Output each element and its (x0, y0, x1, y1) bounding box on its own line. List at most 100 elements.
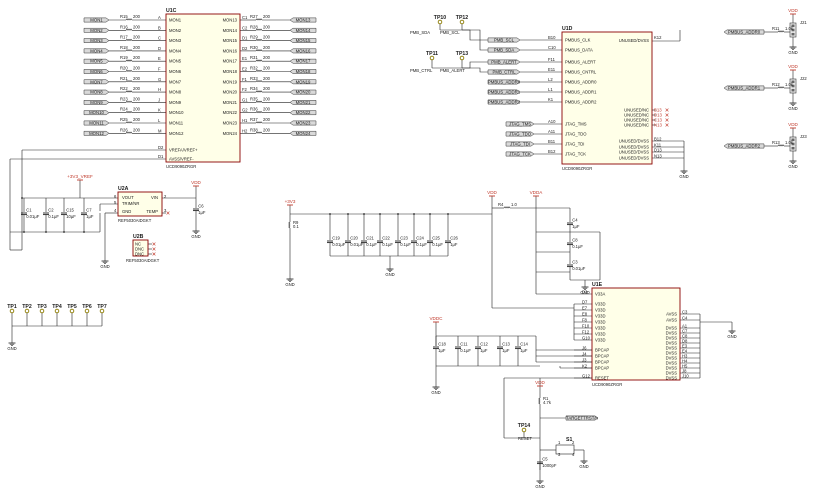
u1e-pin-name: V33D (595, 326, 605, 331)
u1d-pin-number: C10 (548, 45, 556, 50)
u1c-pin-name: MON19 (223, 79, 238, 84)
capacitor (515, 346, 521, 350)
net-label-flag (83, 79, 110, 85)
u1d-pin-number: F11 (548, 57, 556, 62)
jumper-pin (791, 80, 795, 84)
ground-symbol (432, 384, 440, 390)
u1c-pin-name: MON14 (223, 28, 238, 33)
u1c-pin-number: F1 (242, 77, 248, 82)
u1c-pin-name: MON18 (223, 69, 238, 74)
u1e-pin-name: BPCAP (595, 360, 609, 365)
net-flag-text: MON17 (296, 59, 311, 64)
u1c-pin-number: C2 (242, 25, 248, 30)
u2a-pin-name: TEMP (146, 209, 158, 214)
u1c-pin-name: MON9 (169, 100, 182, 105)
u1d-pin-name: UNUSED/DVSS (619, 139, 649, 144)
resistor-value: 200 (263, 86, 271, 91)
net-flag-text: MON6 (90, 69, 103, 74)
u1c-pin-number: D1 (242, 36, 248, 41)
ground-label: GND (285, 282, 294, 287)
net-label-flag (289, 120, 317, 126)
test-point-ref: TP2 (22, 304, 32, 310)
net-flag-text: MON14 (296, 28, 311, 33)
test-point-ref: TP12 (456, 15, 469, 21)
u1c-pin-name: MON8 (169, 90, 182, 95)
u1e-pin-number: F8 (582, 318, 588, 323)
cap-ref: C21 (366, 236, 374, 241)
u1e-pin-number: D3 (582, 290, 588, 295)
resistor (125, 28, 133, 31)
net-flag-shape (487, 69, 521, 75)
resistor-value: 200 (133, 86, 141, 91)
resistor-value: 200 (133, 66, 141, 71)
net-label-ctrl: PMB_CTRL (410, 68, 433, 73)
net-flag-text: PMB_SCL (494, 38, 515, 43)
resistor-zigzag (255, 18, 263, 21)
cap-value: 0.1μF (572, 244, 583, 249)
jumper-pin (791, 84, 795, 88)
net-flag-shape (83, 48, 110, 54)
net-flag-shape (487, 47, 521, 53)
resistor-value: 200 (133, 76, 141, 81)
resistor-ref: R36 (250, 107, 258, 112)
u1e-pin-name: DVSS (666, 326, 678, 331)
u1c-pin-number: E1 (242, 56, 248, 61)
u1e-pin-number: G10 (582, 336, 591, 341)
u1e-pin-number: C3 (682, 310, 688, 315)
net-label-flag (289, 58, 317, 64)
u1c-pin-name: MON12 (169, 131, 184, 136)
resistor (125, 110, 133, 114)
resistor-ref: R20 (120, 66, 128, 71)
cap-ref: C3 (572, 260, 578, 265)
capacitor (395, 240, 401, 244)
no-connect-icon (665, 123, 669, 127)
u1c-pin-name: MON21 (223, 100, 238, 105)
u2a-pin-number: 2 (164, 194, 167, 199)
resistor (255, 100, 263, 103)
u1d-pin-name: PMBUS_DATA (565, 48, 593, 53)
resistor-value: 200 (263, 127, 271, 132)
resistor-zigzag (255, 38, 263, 42)
resistor-zigzag (255, 121, 263, 124)
u1c-pin-name: MON17 (223, 59, 238, 64)
u1e-pin-number: G12 (582, 374, 591, 379)
power-label: VDD (788, 122, 798, 127)
resistor-value: 200 (263, 66, 271, 71)
test-point-ref: TP4 (52, 304, 62, 310)
u2a-body (117, 191, 163, 217)
capacitor (455, 346, 461, 350)
net-flag-text: PMB_SDA (494, 48, 515, 53)
switch-pin-number: 3 (558, 452, 561, 457)
cap-value: 1μF (502, 348, 510, 353)
u1c-ref: U1C (166, 8, 177, 14)
net-label-flag (83, 27, 110, 33)
u1d-pin-number: N13 (654, 154, 662, 159)
resistor-zigzag (125, 59, 133, 62)
u2b-pin-name: DNC (135, 247, 144, 252)
capacitor (345, 240, 351, 244)
u1d-pin-name: UNUSED/DVSS (619, 38, 649, 43)
u1c-pin-name: MON20 (223, 90, 238, 95)
u1e-pin-number: E4 (682, 349, 688, 354)
resistor-ref: R4 (498, 202, 504, 207)
nc-stroke (665, 108, 669, 112)
u1c-pin-number: D (158, 46, 161, 51)
jumper-pin (791, 146, 795, 150)
capacitor (567, 264, 573, 268)
cap-ref: C25 (432, 236, 440, 241)
resistor-zigzag (125, 100, 133, 103)
u1d-pin-name: JTAG_TMS (565, 122, 587, 127)
net-flag-text: PMB_CTRL (493, 70, 517, 75)
u1d-pin-number: L2 (548, 77, 553, 82)
net-flag-text: JTAG_TMS (509, 122, 531, 127)
resistor (777, 86, 785, 89)
net-label-flag (83, 89, 110, 95)
resistor-value: 200 (263, 76, 271, 81)
net-label-flag (289, 110, 317, 116)
resistor-zigzag (125, 18, 133, 21)
cap-ref: C23 (400, 236, 408, 241)
power-label: VDD (788, 64, 798, 69)
capacitor (445, 240, 451, 244)
u1c-pin-name: MON4 (169, 48, 182, 53)
cap-value: 0.1μF (416, 242, 427, 247)
